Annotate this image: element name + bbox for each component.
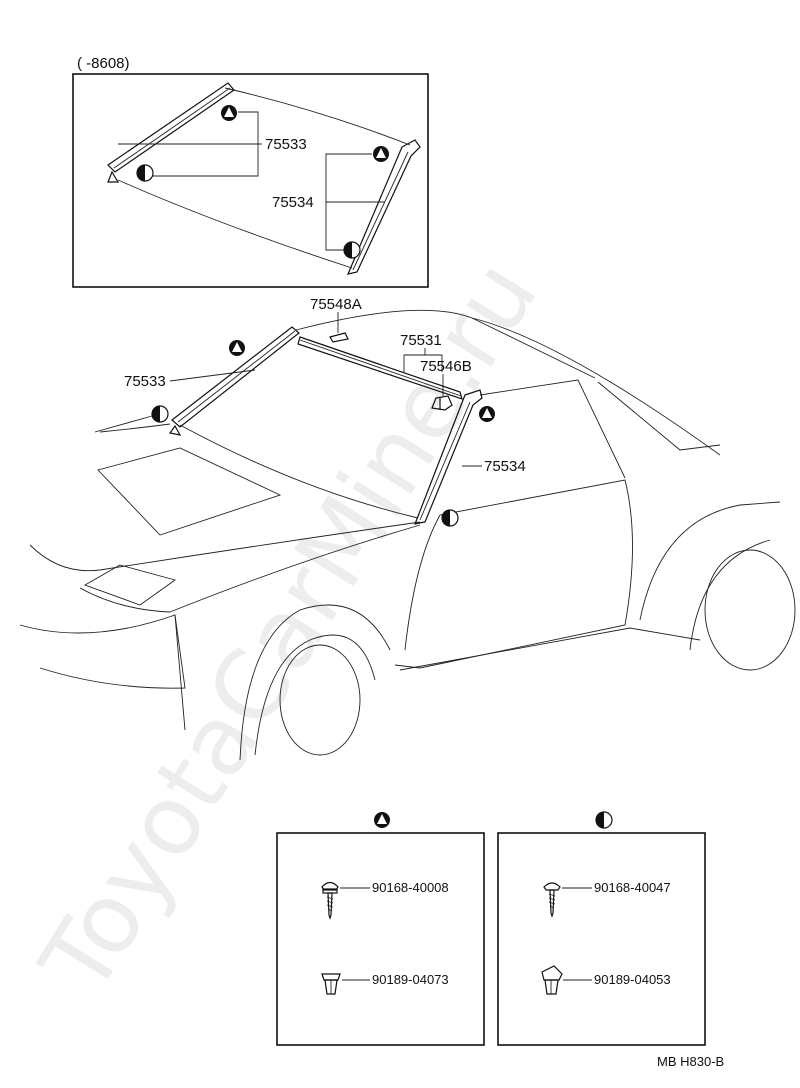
clip-75546B — [431, 395, 453, 411]
front-wheel — [279, 644, 361, 756]
moulding-75534 — [414, 389, 483, 525]
rocker-line — [399, 627, 701, 671]
halfcircle-symbol — [595, 811, 613, 829]
triangle-symbol — [373, 146, 389, 162]
rear-wheel-arch — [689, 539, 771, 651]
wheel-arch-inner — [254, 634, 376, 756]
inset-diagram: ( -8608) — [72, 55, 429, 288]
watermark: ToyotaCarMine.ru — [19, 242, 559, 1013]
label-75531: 75531 — [400, 332, 442, 349]
car-diagram: 75548A 75531 75546B 75533 75534 — [19, 296, 796, 761]
halfcircle-symbol — [441, 509, 459, 527]
windshield-bottom — [179, 424, 419, 519]
inset-windshield-top — [224, 87, 411, 146]
halfcircle-symbol — [343, 241, 361, 259]
hood-panel — [97, 447, 282, 536]
part-90168-40008: 90168-40008 — [372, 880, 449, 895]
leader-halfcircle-left — [94, 415, 153, 433]
screw-icon — [543, 882, 561, 918]
clip-75548A — [329, 332, 349, 343]
label-75534-inset: 75534 — [272, 194, 314, 211]
legend-triangle: 90168-40008 90189-04073 — [276, 812, 485, 1046]
part-90189-04053: 90189-04053 — [594, 972, 671, 987]
label-75534: 75534 — [484, 458, 526, 475]
quarter-window — [597, 381, 721, 451]
roof-line — [295, 309, 596, 379]
triangle-symbol — [229, 340, 245, 356]
inset-moulding-75534 — [346, 139, 421, 275]
triangle-symbol — [374, 812, 390, 828]
door-bottom — [394, 664, 421, 669]
triangle-symbol — [221, 105, 237, 121]
moulding-75531 — [297, 336, 463, 400]
leader-75531-b — [425, 354, 443, 372]
fender-front-edge — [174, 614, 186, 731]
part-90189-04073: 90189-04073 — [372, 972, 449, 987]
halfcircle-symbol — [151, 405, 169, 423]
screw-icon — [321, 881, 339, 920]
legend-halfcircle: 90168-40047 90189-04053 — [497, 811, 706, 1046]
door-outline — [404, 479, 633, 669]
leader-75531-a — [403, 348, 426, 372]
wheel-arch — [239, 604, 391, 761]
leader-75533 — [169, 369, 256, 382]
inset-range-label: ( -8608) — [77, 55, 130, 72]
front-bumper — [19, 614, 186, 689]
diagram-code: MB H830-B — [657, 1054, 724, 1069]
label-75533: 75533 — [124, 373, 166, 390]
label-75533-inset: 75533 — [265, 136, 307, 153]
inset-windshield-bottom — [117, 179, 353, 269]
inset-moulding-75533 — [107, 82, 235, 183]
clip-icon — [321, 973, 341, 995]
hood-lower-line — [79, 524, 421, 613]
roof-rear-line — [471, 317, 721, 456]
legend-halfcircle-frame — [497, 832, 706, 1046]
legend-triangle-frame — [276, 832, 485, 1046]
halfcircle-symbol — [136, 164, 154, 182]
label-75548A: 75548A — [310, 296, 362, 313]
rear-fender — [639, 501, 781, 621]
side-window — [479, 379, 626, 479]
clip-icon — [541, 965, 563, 995]
label-75546B: 75546B — [420, 358, 472, 375]
moulding-75533 — [168, 326, 300, 436]
hood-front-line — [29, 521, 421, 572]
inset-frame — [72, 73, 429, 288]
part-90168-40047: 90168-40047 — [594, 880, 671, 895]
hood-edge — [99, 423, 171, 433]
rear-wheel — [704, 549, 796, 671]
headlamp-cover — [83, 564, 177, 606]
triangle-symbol — [479, 406, 495, 422]
